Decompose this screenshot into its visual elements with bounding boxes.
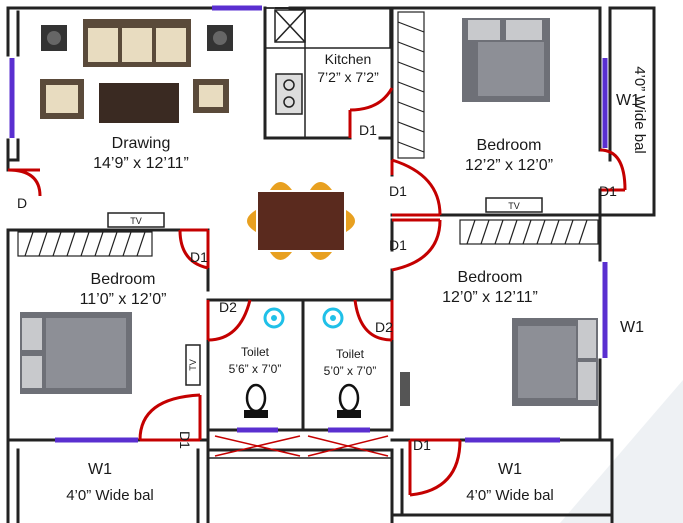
drawing-size: 14’9” x 12’11” [93, 155, 189, 172]
wc-right-icon [338, 383, 360, 413]
wardrobes [17, 11, 599, 257]
d1-kitchen-label: D1 [359, 122, 377, 138]
toilet-right-name: Toilet [336, 347, 365, 361]
toilet-right-size: 5’0” x 7’0” [324, 364, 377, 378]
d1-bed-w-label: D1 [190, 249, 208, 265]
living-furniture [40, 19, 233, 123]
doors [7, 87, 627, 497]
room-labels: Drawing 14’9” x 12’11” Kitchen 7’2” x 7’… [66, 51, 648, 504]
balcony-sw-label: 4’0” Wide bal [66, 487, 154, 504]
w1-se-label: W1 [620, 319, 644, 336]
geyser-icon [400, 372, 410, 406]
bedroom-ne-name: Bedroom [477, 137, 542, 154]
tv-w-label: TV [130, 216, 142, 226]
toilet-fixtures [244, 307, 410, 418]
sink-icon [274, 9, 306, 43]
wardrobe-w [17, 231, 153, 257]
ventilation-shafts [214, 435, 389, 457]
bedroom-se-size: 12’0” x 12’11” [442, 289, 538, 306]
tv-sw-label: TV [188, 359, 198, 371]
door-bed-w-bal [138, 393, 202, 442]
bedroom-w-size: 11’0” x 12’0” [80, 291, 167, 308]
d1-bed-ne-bal-label: D1 [599, 183, 617, 199]
balcony-east-label: 4’0” Wide bal [631, 66, 648, 154]
dining-set-icon [247, 182, 355, 260]
d2-right-label: D2 [375, 319, 393, 335]
door-bed-ne [390, 158, 442, 217]
wash-basin-right-icon [322, 307, 344, 329]
dining-table [258, 192, 344, 250]
kitchen-size: 7’2” x 7’2” [317, 69, 379, 85]
coffee-table-icon [99, 83, 179, 123]
door-bed-se [391, 218, 442, 272]
background-tint [560, 380, 683, 523]
door-kitchen [348, 87, 394, 138]
d1-bed-se-label: D1 [389, 237, 407, 253]
tv-units: TV TV TV [107, 197, 543, 386]
balcony-se-label: 4’0” Wide bal [466, 487, 554, 504]
d2-left-label: D2 [219, 299, 237, 315]
drawing-name: Drawing [112, 135, 171, 152]
main-door-label: D [17, 195, 27, 211]
kitchen-name: Kitchen [325, 51, 372, 67]
wardrobe-ne [397, 11, 425, 159]
toilet-left-size: 5’6” x 7’0” [229, 362, 282, 376]
bedroom-w-name: Bedroom [91, 271, 156, 288]
bed-ne-icon [462, 18, 550, 102]
tv-ne-label: TV [508, 201, 520, 211]
wash-basin-left-icon [263, 307, 285, 329]
tv-sw-icon [185, 344, 201, 386]
bedroom-ne-size: 12’2” x 12’0” [465, 157, 553, 174]
wardrobe-se [459, 219, 599, 245]
bed-se-icon [512, 318, 598, 406]
wc-left-icon [245, 383, 267, 413]
toilet-left-name: Toilet [241, 345, 270, 359]
w1-bal-se-label: W1 [498, 461, 522, 478]
d1-bed-w-bal-label: D1 [177, 431, 193, 449]
opening-codes: D D1 D1 D1 D1 D1 D1 D1 D2 D2 W1 W1 W1 W1 [17, 92, 644, 478]
tv-w-icon [107, 212, 165, 228]
d1-bed-se-bal-label: D1 [413, 437, 431, 453]
door-toilet-right [353, 299, 394, 342]
door-toilet-left [206, 299, 252, 342]
door-bed-se-bal [408, 438, 462, 497]
door-bed-ne-bal [599, 148, 627, 192]
w1-bal-sw-label: W1 [88, 461, 112, 478]
d1-bed-ne-label: D1 [389, 183, 407, 199]
door-main [7, 168, 42, 197]
bedroom-se-name: Bedroom [458, 269, 523, 286]
bed-w-icon [20, 312, 132, 394]
door-bed-w [178, 228, 210, 270]
w1-ne-label: W1 [616, 92, 640, 109]
tv-ne-icon [485, 197, 543, 213]
